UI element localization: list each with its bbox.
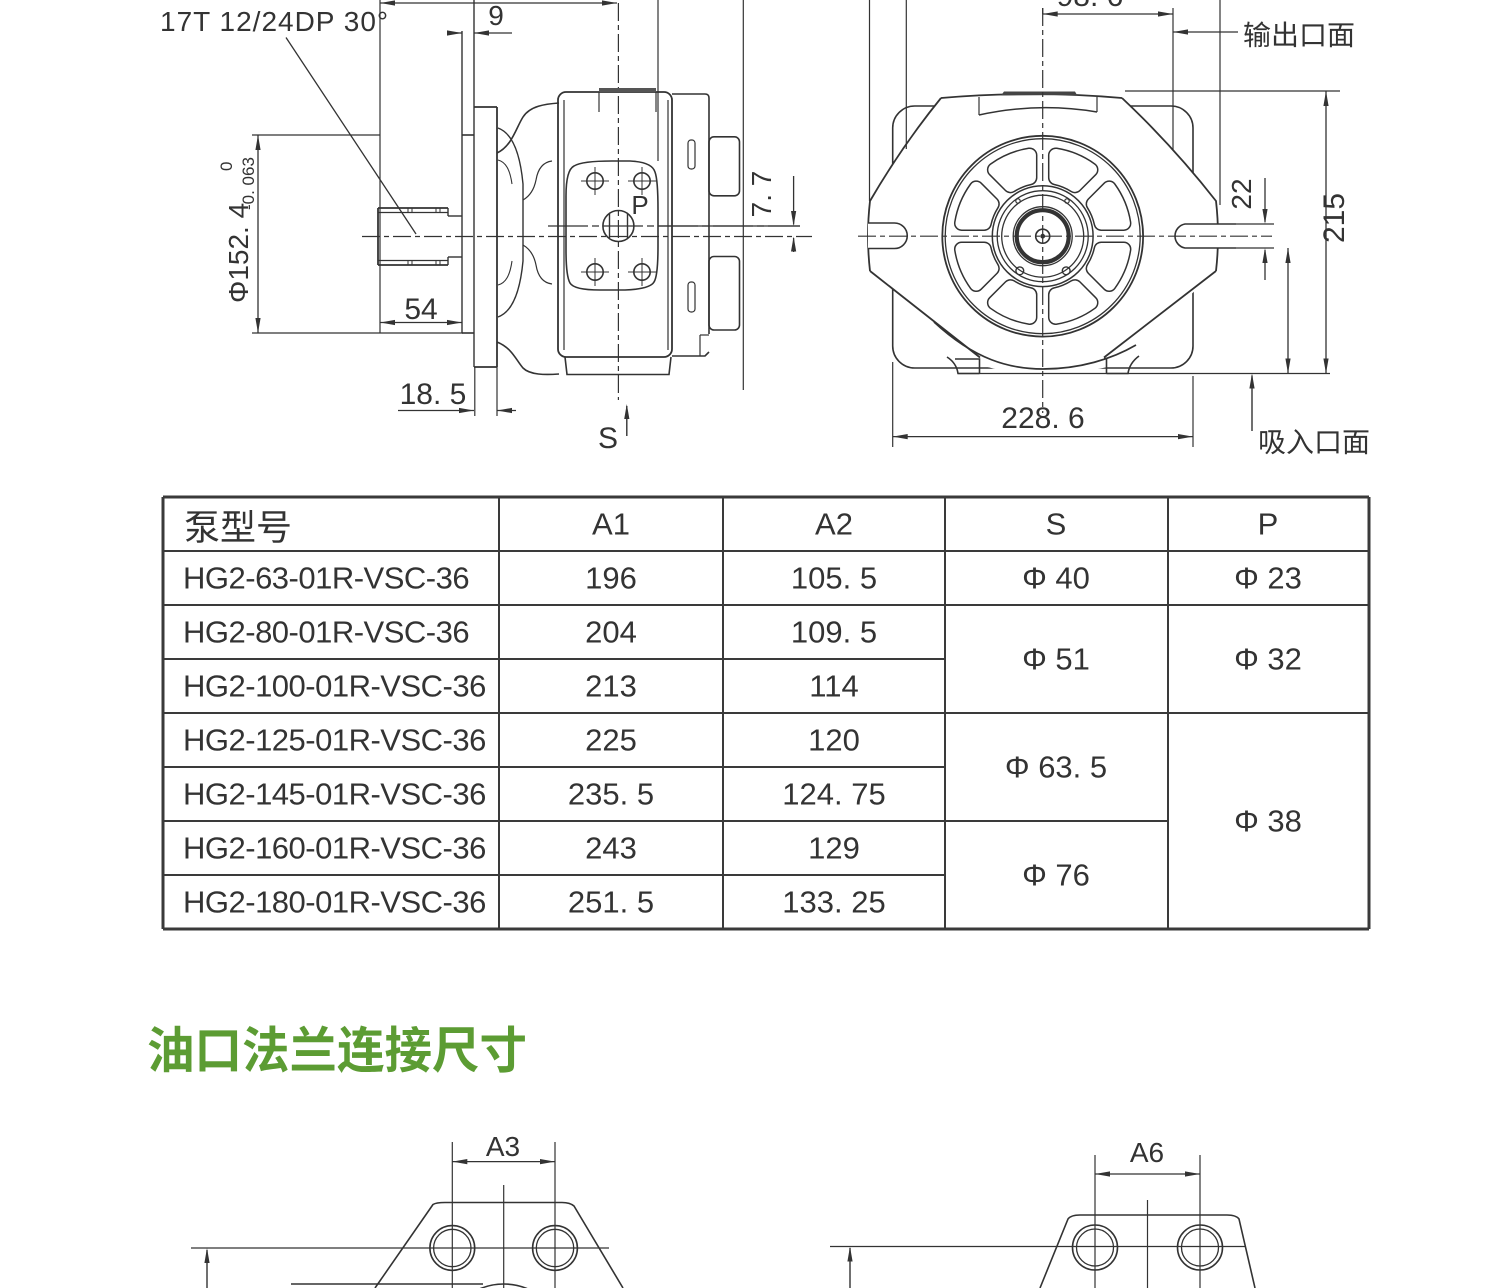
svg-text:A2: A2 xyxy=(815,507,853,542)
svg-text:120: 120 xyxy=(808,723,860,758)
svg-text:HG2-125-01R-VSC-36: HG2-125-01R-VSC-36 xyxy=(183,723,486,758)
svg-text:18. 5: 18. 5 xyxy=(400,378,467,411)
svg-text:Φ 40: Φ 40 xyxy=(1022,561,1090,596)
svg-text:9: 9 xyxy=(488,0,504,31)
svg-text:Φ 63. 5: Φ 63. 5 xyxy=(1005,750,1107,785)
svg-text:Φ 51: Φ 51 xyxy=(1022,642,1090,677)
svg-text:P: P xyxy=(631,190,648,220)
svg-text:A3: A3 xyxy=(486,1131,520,1162)
svg-text:124. 75: 124. 75 xyxy=(782,777,885,812)
svg-text:7. 7: 7. 7 xyxy=(746,171,777,218)
svg-text:213: 213 xyxy=(585,669,637,704)
svg-text:HG2-80-01R-VSC-36: HG2-80-01R-VSC-36 xyxy=(183,615,469,650)
svg-text:17T 12/24DP 30°: 17T 12/24DP 30° xyxy=(160,6,389,37)
svg-text:-0. 063: -0. 063 xyxy=(239,157,258,210)
svg-text:Φ 38: Φ 38 xyxy=(1234,804,1302,839)
svg-text:Φ152. 4: Φ152. 4 xyxy=(223,203,254,303)
svg-text:HG2-145-01R-VSC-36: HG2-145-01R-VSC-36 xyxy=(183,777,486,812)
svg-text:HG2-180-01R-VSC-36: HG2-180-01R-VSC-36 xyxy=(183,885,486,920)
svg-text:A1: A1 xyxy=(592,507,630,542)
svg-text:HG2-63-01R-VSC-36: HG2-63-01R-VSC-36 xyxy=(183,561,469,596)
svg-text:98. 6: 98. 6 xyxy=(1057,0,1124,13)
svg-text:109. 5: 109. 5 xyxy=(791,615,877,650)
svg-text:225: 225 xyxy=(585,723,637,758)
svg-text:235. 5: 235. 5 xyxy=(568,777,654,812)
svg-text:204: 204 xyxy=(585,615,637,650)
svg-text:Φ 76: Φ 76 xyxy=(1022,858,1090,893)
svg-text:A6: A6 xyxy=(1130,1137,1164,1168)
svg-text:196: 196 xyxy=(585,561,637,596)
svg-text:251. 5: 251. 5 xyxy=(568,885,654,920)
svg-text:114: 114 xyxy=(809,669,858,704)
svg-text:228. 6: 228. 6 xyxy=(1001,402,1084,435)
svg-text:54: 54 xyxy=(404,293,437,326)
svg-text:243: 243 xyxy=(585,831,637,866)
svg-text:Φ 23: Φ 23 xyxy=(1234,561,1302,596)
svg-text:S: S xyxy=(1046,507,1067,542)
svg-text:215: 215 xyxy=(1318,193,1351,243)
svg-text:0: 0 xyxy=(217,162,236,171)
svg-text:Φ 32: Φ 32 xyxy=(1234,642,1302,677)
svg-text:105. 5: 105. 5 xyxy=(791,561,877,596)
svg-text:HG2-100-01R-VSC-36: HG2-100-01R-VSC-36 xyxy=(183,669,486,704)
svg-text:133. 25: 133. 25 xyxy=(782,885,885,920)
svg-text:S: S xyxy=(598,422,618,455)
svg-text:129: 129 xyxy=(808,831,860,866)
svg-text:HG2-160-01R-VSC-36: HG2-160-01R-VSC-36 xyxy=(183,831,486,866)
svg-text:P: P xyxy=(1258,507,1279,542)
svg-text:22: 22 xyxy=(1226,178,1257,209)
